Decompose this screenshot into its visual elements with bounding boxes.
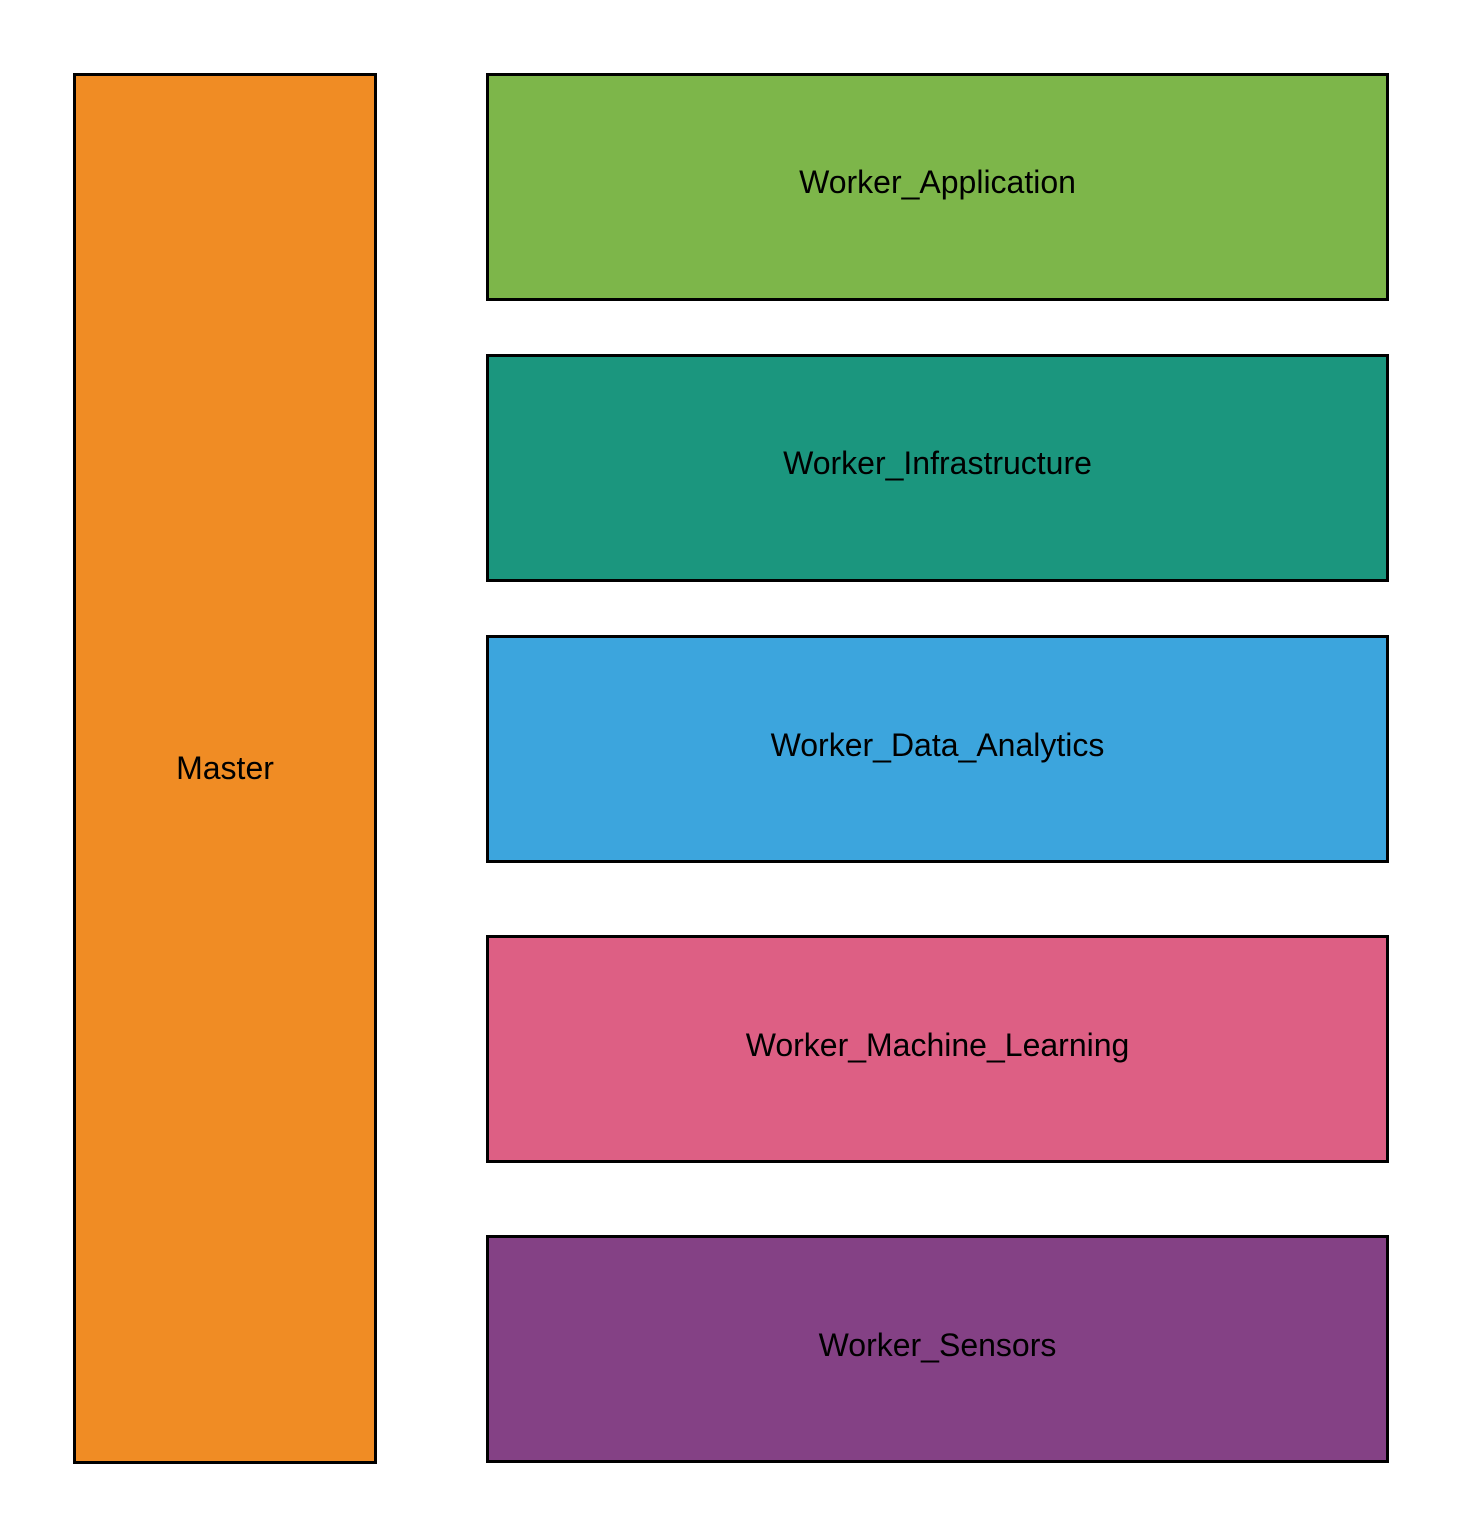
worker-data-analytics-node: Worker_Data_Analytics (486, 635, 1389, 863)
worker-machine-learning-label: Worker_Machine_Learning (745, 1027, 1130, 1063)
worker-data-analytics-label: Worker_Data_Analytics (770, 727, 1105, 763)
worker-sensors-label: Worker_Sensors (818, 1327, 1057, 1363)
worker-application-label: Worker_Application (799, 163, 1076, 200)
worker-machine-learning-node: Worker_Machine_Learning (486, 935, 1389, 1163)
master-node: Master (73, 73, 377, 1464)
worker-infrastructure-label: Worker_Infrastructure (783, 444, 1092, 481)
master-node-label: Master (176, 750, 274, 786)
worker-sensors-node: Worker_Sensors (486, 1235, 1389, 1463)
worker-application-node: Worker_Application (486, 73, 1389, 301)
worker-infrastructure-node: Worker_Infrastructure (486, 354, 1389, 582)
